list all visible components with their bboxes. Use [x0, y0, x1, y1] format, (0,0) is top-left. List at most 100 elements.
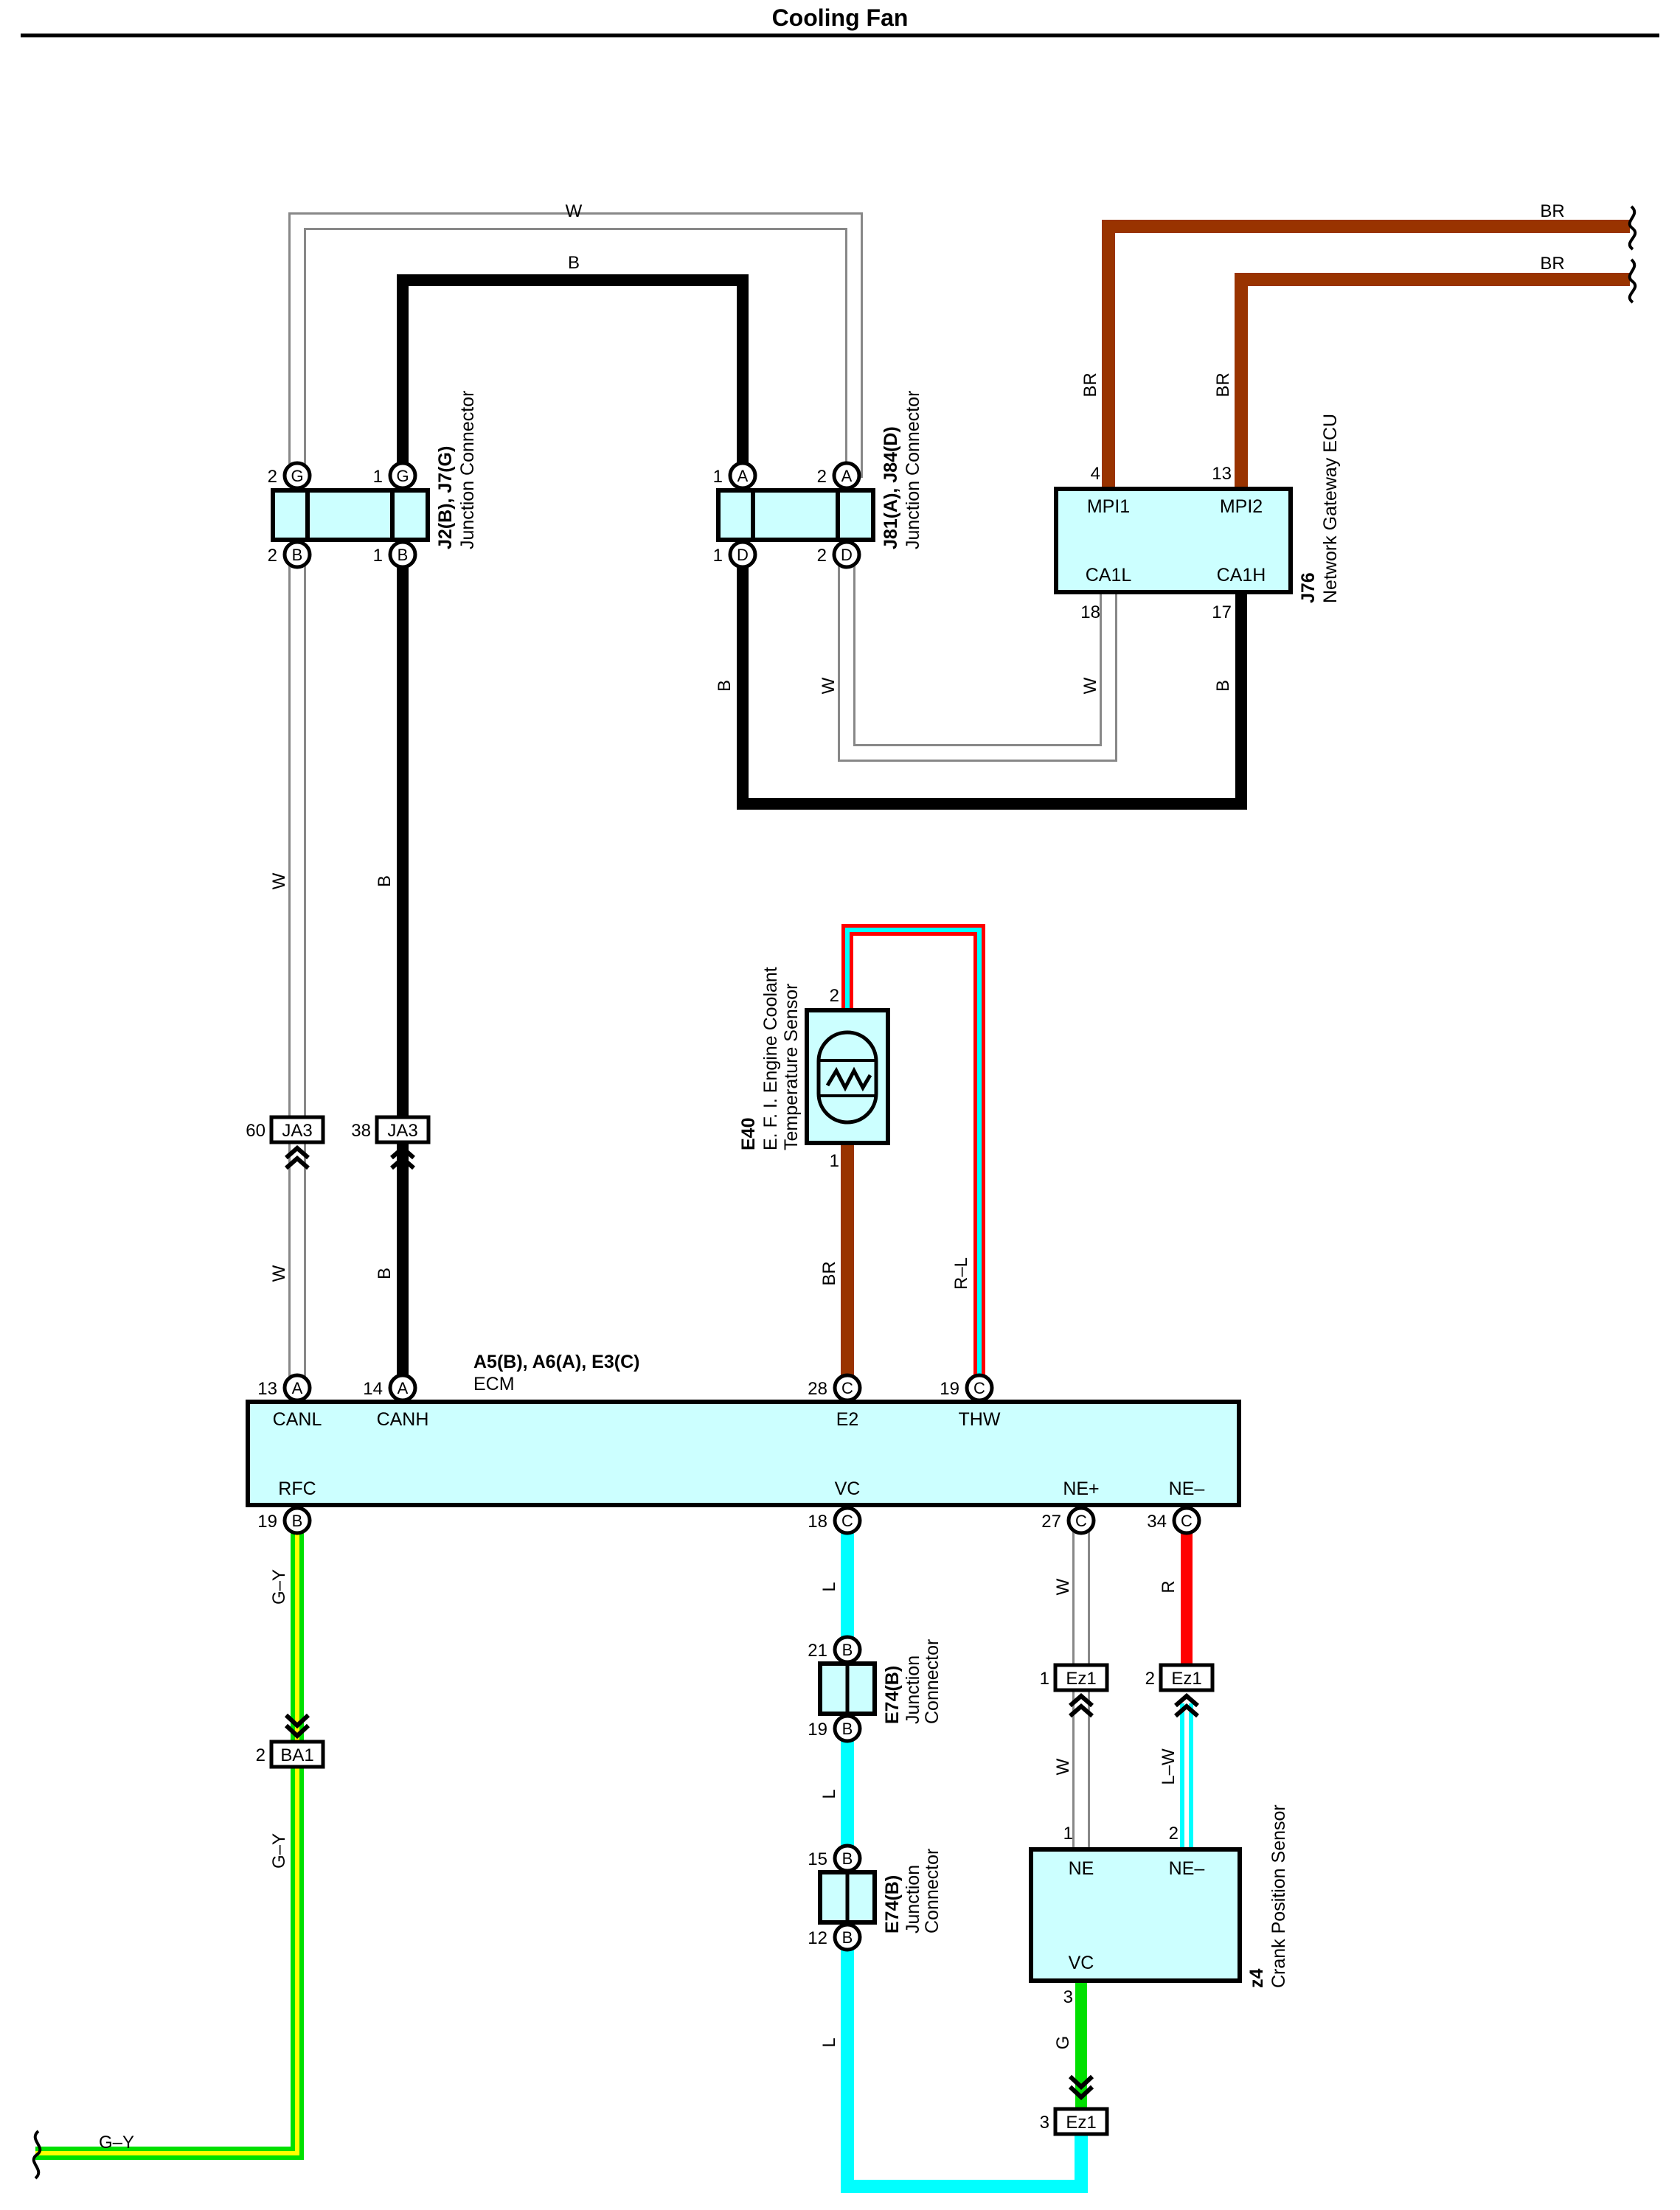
ring-letter: B — [842, 1641, 853, 1659]
pin-number: 2 — [256, 1745, 265, 1765]
component-name: Temperature Sensor — [781, 983, 802, 1150]
wire-br-mpi1 — [1102, 220, 1630, 489]
terminal-label: RFC — [278, 1478, 316, 1499]
pin-number: 2 — [268, 467, 277, 487]
pin-number: 17 — [1212, 602, 1232, 622]
wire-br-mpi2 — [1235, 273, 1630, 489]
component-name: E. F. I. Engine Coolant — [760, 967, 781, 1150]
connector-ez1-3 — [1053, 2074, 1109, 2136]
junction-connector-e74-upper — [818, 1661, 877, 1716]
wire-label: L — [819, 2037, 839, 2047]
wire-label: BR — [1540, 254, 1564, 274]
ring-letter: G — [291, 467, 303, 485]
terminal-label: NE– — [1169, 1858, 1205, 1879]
ring-letter: G — [396, 467, 409, 485]
pin-ring — [833, 1506, 862, 1535]
pin-number: 2 — [817, 467, 827, 487]
wire-break-3 — [32, 2130, 42, 2180]
ring-letter: B — [842, 1720, 853, 1738]
terminal-label: CA1H — [1217, 565, 1266, 585]
connector-label: Ez1 — [1066, 1669, 1096, 1689]
pin-number: 3 — [1040, 2113, 1049, 2133]
pin-number: 1 — [713, 467, 723, 487]
wire-label: R — [1159, 1580, 1179, 1593]
component-code: A5(B), A6(A), E3(C) — [473, 1352, 639, 1372]
junction-connector-j2 — [271, 488, 430, 542]
ring-letter: B — [842, 1928, 853, 1947]
wire-label: B — [715, 680, 735, 692]
wire-label: L — [819, 1582, 839, 1591]
pin-ring — [388, 461, 417, 490]
pin-number: 2 — [1169, 1824, 1179, 1844]
pin-number: 28 — [808, 1379, 827, 1399]
terminal-label: CA1L — [1086, 565, 1132, 585]
ecm-box — [246, 1400, 1241, 1507]
wire-label: R–L — [951, 1257, 971, 1290]
wire-rl-thw — [841, 924, 985, 1386]
pin-ring — [282, 1373, 312, 1403]
wire-label: BR — [819, 1261, 839, 1285]
connector-label: BA1 — [280, 1745, 313, 1765]
ring-letter: A — [737, 467, 749, 485]
pin-number: 1 — [830, 1151, 839, 1171]
ring-letter: C — [841, 1379, 853, 1397]
ring-letter: A — [841, 467, 853, 485]
connector-ez1-1 — [1053, 1663, 1109, 1718]
component-code: J2(B), J7(G) — [435, 446, 456, 549]
ring-letter: A — [292, 1379, 303, 1397]
connector-label: JA3 — [282, 1121, 312, 1141]
component-code: J81(A), J84(D) — [881, 426, 901, 549]
pin-number: 1 — [373, 546, 383, 566]
connector-ba1 — [269, 1713, 325, 1769]
component-code: J76 — [1298, 572, 1319, 603]
pin-ring — [832, 461, 861, 490]
terminal-label: E2 — [836, 1409, 859, 1430]
terminal-label: NE+ — [1063, 1478, 1099, 1499]
component-name: Crank Position Sensor — [1268, 1804, 1289, 1988]
crank-position-sensor-z4 — [1029, 1847, 1242, 1983]
connector-ja3-60 — [269, 1115, 325, 1170]
wire-w-j81-j76 — [838, 555, 1117, 762]
pin-number: 1 — [713, 546, 723, 566]
pin-number: 38 — [351, 1121, 371, 1141]
wire-label: BR — [1540, 201, 1564, 221]
pin-ring — [833, 1635, 862, 1664]
component-code: z4 — [1246, 1969, 1267, 1989]
pin-number: 18 — [1080, 602, 1100, 622]
ring-letter: C — [841, 1512, 853, 1530]
ring-letter: B — [398, 546, 409, 564]
wire-label: L — [819, 1789, 839, 1799]
pin-ring — [965, 1373, 994, 1403]
pin-ring — [388, 540, 417, 569]
wire-b-j81-j76 — [737, 555, 1247, 810]
pin-ring — [1172, 1506, 1201, 1535]
diagram-title: Cooling Fan — [772, 4, 909, 31]
wire-label: G–Y — [99, 2133, 134, 2152]
pin-ring — [282, 540, 312, 569]
component-name: Junction — [903, 1655, 923, 1724]
terminal-label: NE– — [1169, 1478, 1205, 1499]
pin-number: 14 — [363, 1379, 383, 1399]
component-name: Network Gateway ECU — [1320, 414, 1341, 603]
pin-number: 2 — [1145, 1669, 1155, 1689]
pin-number: 19 — [808, 1720, 827, 1740]
wire-label: G–Y — [269, 1833, 289, 1869]
pin-ring — [833, 1373, 862, 1403]
pin-number: 2 — [830, 986, 839, 1006]
ring-letter: D — [841, 546, 853, 564]
pin-number: 15 — [808, 1849, 827, 1869]
terminal-label: VC — [835, 1478, 861, 1499]
component-name: Connector — [922, 1639, 943, 1724]
ring-letter: A — [398, 1379, 409, 1397]
wire-label: BR — [1213, 372, 1233, 397]
ring-letter: B — [292, 1512, 303, 1530]
pin-ring — [833, 1714, 862, 1743]
pin-ring — [282, 1506, 312, 1535]
wire-break-1 — [1628, 205, 1637, 251]
pin-number: 34 — [1147, 1512, 1167, 1532]
junction-connector-e74-lower — [818, 1870, 877, 1925]
wire-label: BR — [1080, 372, 1100, 397]
ring-letter: C — [1075, 1512, 1087, 1530]
terminal-label: MPI1 — [1087, 496, 1130, 517]
wire-label: B — [375, 1268, 395, 1279]
